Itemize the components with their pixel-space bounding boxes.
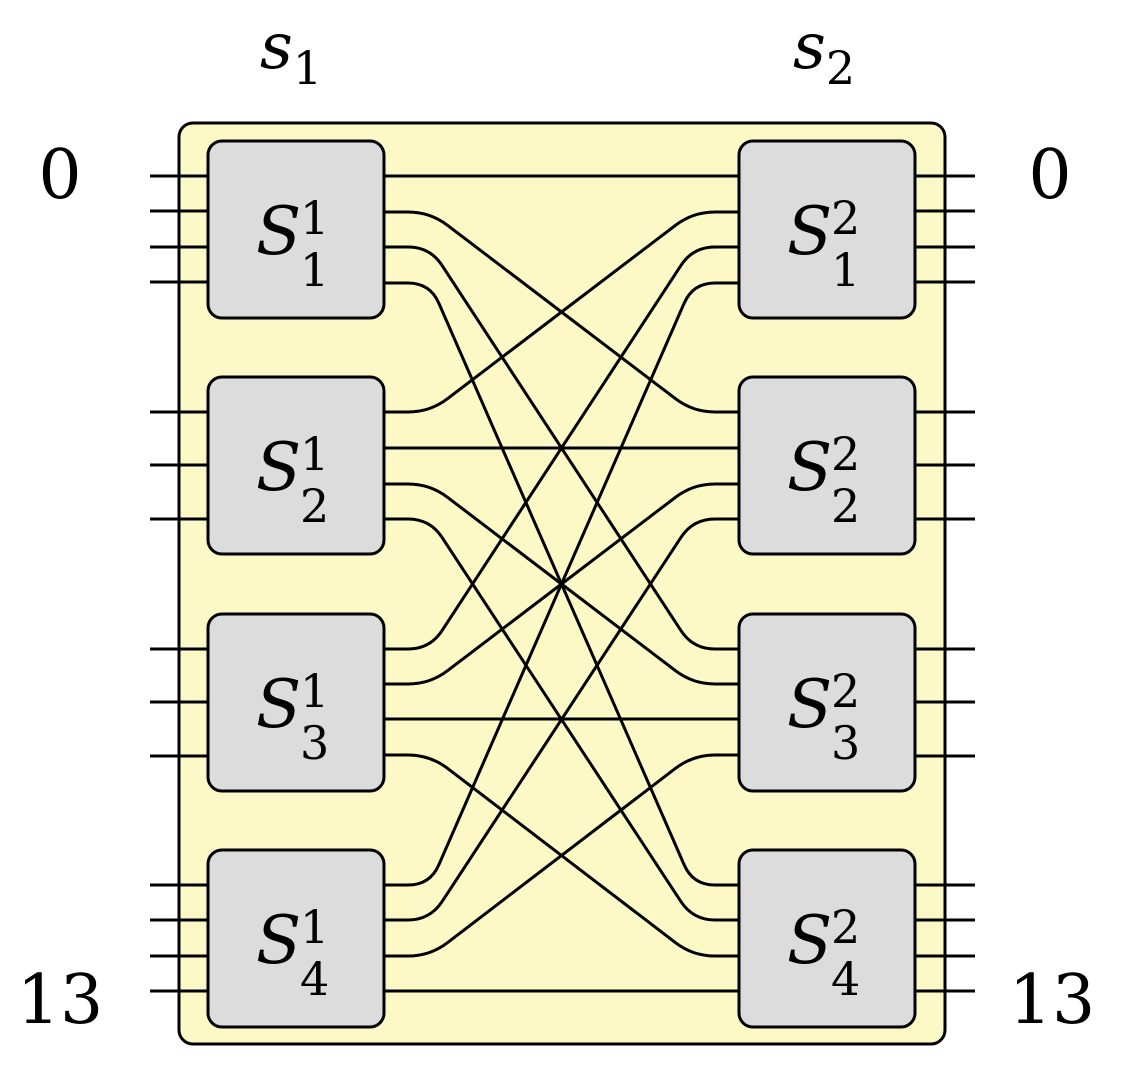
switch-row-index: 1 bbox=[831, 243, 860, 297]
link-14 bbox=[384, 517, 739, 922]
right-port-bottom-label: 13 bbox=[1009, 961, 1096, 1040]
switch-stage-index: 1 bbox=[300, 664, 329, 718]
link-15 bbox=[384, 753, 739, 958]
link-13 bbox=[384, 281, 739, 887]
switch-box bbox=[206, 612, 386, 793]
stage-2-label: s2 bbox=[793, 10, 855, 95]
switch-row-index: 1 bbox=[300, 243, 329, 297]
switch-s1-3: S13 bbox=[206, 612, 386, 793]
switch-label: S bbox=[256, 193, 301, 270]
switch-row-index: 3 bbox=[300, 716, 329, 770]
switch-row-index: 2 bbox=[831, 479, 860, 533]
left-port-bottom-label: 13 bbox=[17, 961, 104, 1040]
switch-box bbox=[737, 375, 917, 556]
switch-box bbox=[206, 848, 386, 1029]
switch-label: S bbox=[256, 429, 301, 506]
link-5 bbox=[384, 210, 739, 414]
switch-box bbox=[206, 375, 386, 556]
switch-s1-1: S11 bbox=[206, 139, 386, 320]
switch-stage-index: 1 bbox=[300, 191, 329, 245]
switch-s2-1: S21 bbox=[737, 139, 917, 320]
switch-label: S bbox=[256, 666, 301, 743]
switch-s1-4: S14 bbox=[206, 848, 386, 1029]
left-port-top-label: 0 bbox=[38, 136, 81, 215]
link-9 bbox=[384, 245, 739, 651]
switch-label: S bbox=[787, 429, 832, 506]
switch-stage-index: 2 bbox=[831, 191, 860, 245]
switch-box bbox=[206, 139, 386, 320]
switch-s2-3: S23 bbox=[737, 612, 917, 793]
switch-s1-2: S12 bbox=[206, 375, 386, 556]
switch-label: S bbox=[787, 193, 832, 270]
switch-stage-index: 1 bbox=[300, 427, 329, 481]
switch-stage-index: 2 bbox=[831, 664, 860, 718]
switch-box bbox=[737, 139, 917, 320]
switch-label: S bbox=[787, 666, 832, 743]
switch-stage-index: 2 bbox=[831, 427, 860, 481]
external-port-stubs bbox=[150, 174, 975, 993]
stage-1-label: s1 bbox=[260, 10, 322, 95]
switch-box bbox=[737, 848, 917, 1029]
right-port-top-label: 0 bbox=[1028, 136, 1071, 215]
switch-label: S bbox=[256, 902, 301, 979]
switch-stage-index: 2 bbox=[831, 900, 860, 954]
switch-s2-4: S24 bbox=[737, 848, 917, 1029]
switch-label: S bbox=[787, 902, 832, 979]
interconnect-wires bbox=[384, 174, 739, 993]
switch-row-index: 2 bbox=[300, 479, 329, 533]
switch-stage-index: 1 bbox=[300, 900, 329, 954]
switch-row-index: 4 bbox=[300, 952, 329, 1006]
switch-box bbox=[737, 612, 917, 793]
switch-row-index: 4 bbox=[831, 952, 860, 1006]
switch-s2-2: S22 bbox=[737, 375, 917, 556]
switch-row-index: 3 bbox=[831, 716, 860, 770]
